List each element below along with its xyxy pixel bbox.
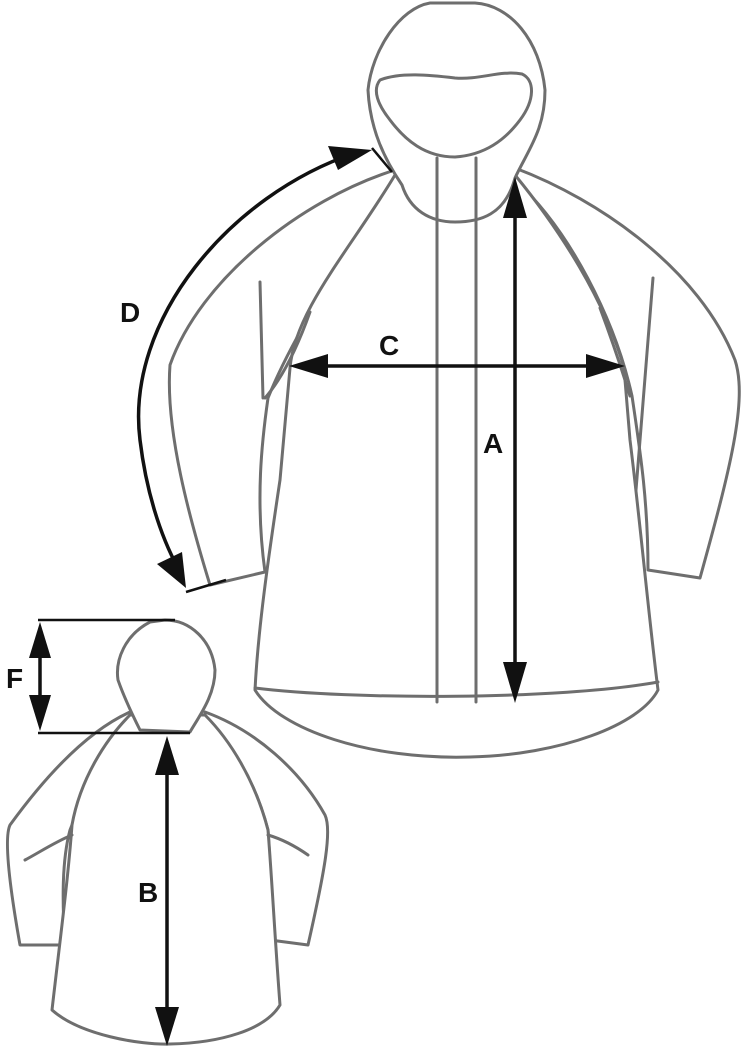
back-right-seam (266, 833, 310, 857)
front-right-side-seam (598, 306, 632, 398)
measurement-c-arrow-left (289, 354, 328, 378)
measurement-b-arrow-bottom (155, 1007, 179, 1046)
measurement-c: C (289, 330, 625, 378)
back-left-seam (23, 833, 74, 862)
measurement-a-arrow-bottom (503, 662, 527, 703)
front-body (253, 173, 660, 759)
measurement-f-label: F (6, 663, 23, 694)
measurement-d-end-tick-top (371, 147, 393, 173)
measurement-a-label: A (483, 428, 503, 459)
measurement-a-arrow-top (503, 177, 527, 218)
front-left-sleeve-inner-line (258, 280, 265, 400)
measurement-d: D (120, 146, 393, 594)
front-jacket-view (167, 1, 741, 759)
measurement-d-arc (136, 151, 357, 570)
measurement-d-label: D (120, 297, 140, 328)
measurement-c-arrow-right (586, 354, 625, 378)
measurement-c-label: C (379, 330, 399, 361)
measurement-b-label: B (138, 877, 158, 908)
measurement-f: F (6, 618, 190, 735)
measurement-d-arrow-bottom (157, 552, 186, 588)
measurement-f-arrow-bottom (29, 695, 51, 731)
measurement-f-arrow-top (29, 622, 51, 658)
measurement-b-arrow-top (155, 736, 179, 775)
measurement-d-arrow-top (328, 146, 372, 170)
back-hood (115, 618, 217, 734)
measurement-b: B (138, 736, 179, 1046)
measurement-d-end-tick-bottom (185, 578, 227, 594)
front-hood-opening (374, 71, 533, 159)
measurement-a: A (483, 177, 527, 703)
front-left-side-seam (263, 310, 312, 400)
front-hem-line (253, 680, 660, 698)
front-right-sleeve-inner-line (634, 276, 655, 492)
